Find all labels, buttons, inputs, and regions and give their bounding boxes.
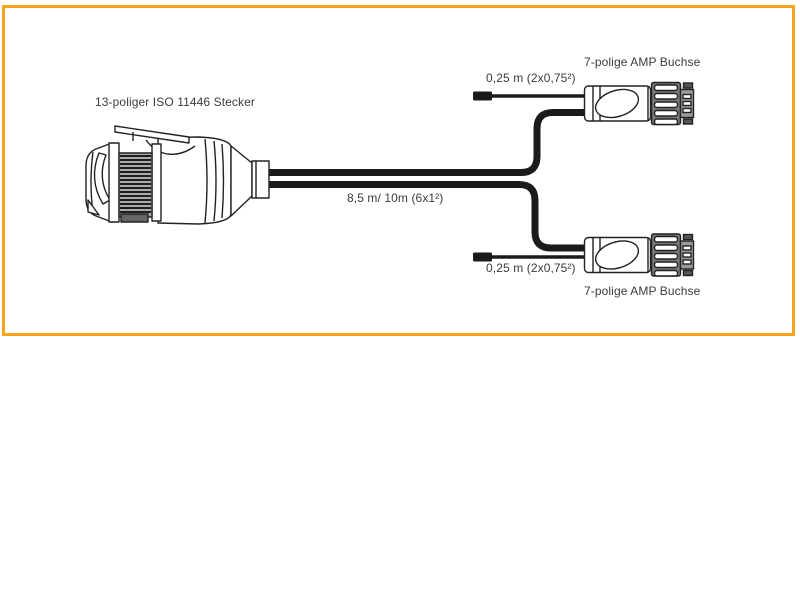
pigtail-end-cap-bottom xyxy=(473,252,492,262)
pigtail-end-cap-top xyxy=(473,91,492,101)
label-amp-socket-top: 7-polige AMP Buchse xyxy=(584,55,701,69)
label-iso-connector: 13-poliger ISO 11446 Stecker xyxy=(95,95,256,109)
amp-socket-top-drawing xyxy=(583,81,695,126)
label-amp-socket-bottom: 7-polige AMP Buchse xyxy=(584,284,701,298)
label-pigtail-bottom-length: 0,25 m (2x0,75²) xyxy=(486,261,576,275)
main-cable-branch-bottom xyxy=(268,181,592,252)
iso-connector-drawing xyxy=(85,125,270,225)
label-pigtail-top-length: 0,25 m (2x0,75²) xyxy=(486,71,576,85)
label-main-cable-length: 8,5 m/ 10m (6x1²) xyxy=(347,191,444,205)
diagram-border xyxy=(2,5,795,336)
main-cable-branch-top xyxy=(268,109,592,176)
cable-assembly-drawing xyxy=(85,81,695,277)
amp-socket-bottom-drawing xyxy=(583,233,695,277)
